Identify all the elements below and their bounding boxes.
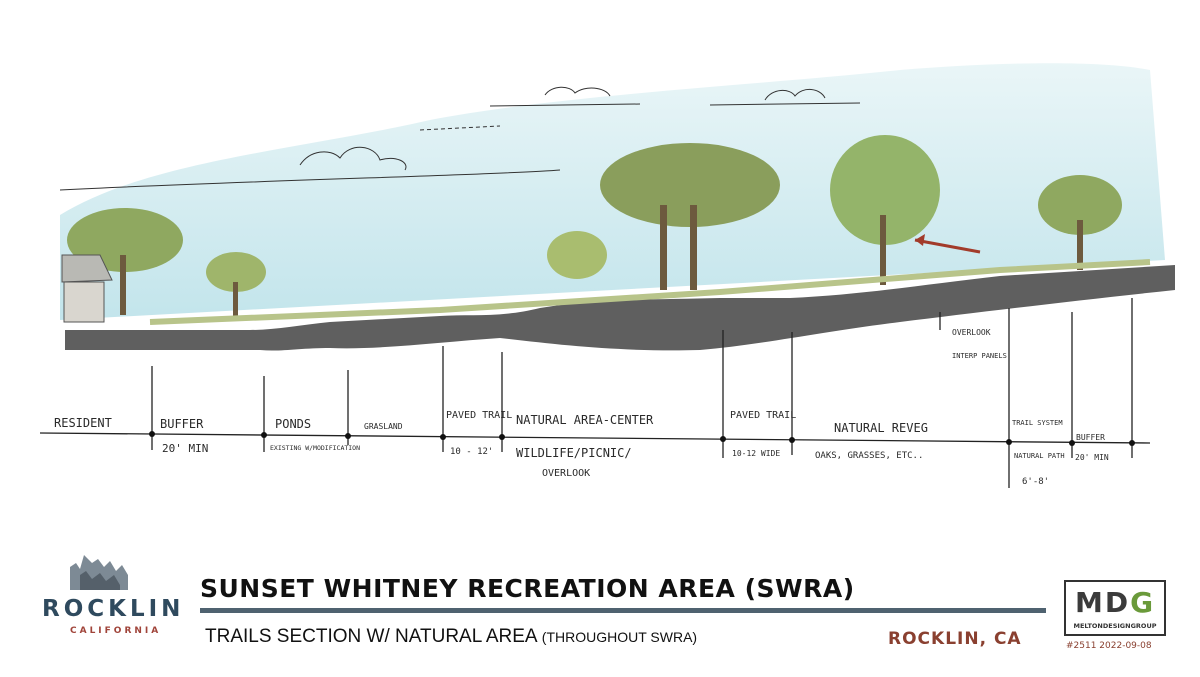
zone-note-buffer-left: 20' MIN [162,442,208,455]
firm-initials-b: G [1130,586,1156,619]
title-block: ROCKLIN CALIFORNIA SUNSET WHITNEY RECREA… [0,530,1200,677]
overlook-arrow [914,238,981,254]
firm-initials: MDG [1066,586,1164,619]
page-title: SUNSET WHITNEY RECREATION AREA (SWRA) [200,574,855,603]
location-label: ROCKLIN, CA [888,629,1022,649]
rocklin-skyline-icon [70,555,128,590]
grass-strip [149,259,1151,325]
overlook-note: INTERP PANELS [952,352,1007,360]
zone-note-paved-trail-1: 10 - 12' [450,447,493,457]
house [61,254,113,323]
trees [67,135,1122,320]
firm-name: MELTONDESIGNGROUP [1073,622,1157,630]
project-stamp: #2511 2022-09-08 [1066,641,1152,651]
zone-note-buffer-right: 20' MIN [1075,453,1109,462]
overlook-label: OVERLOOK [952,328,991,337]
firm-initials-a: MD [1074,586,1131,619]
zone-label-natural-reveg: NATURAL REVEG [834,421,928,435]
zone-label-resident: RESIDENT [54,416,112,430]
dimension-line [39,432,1151,444]
zone-note-paved-trail-2: 10-12 WIDE [732,449,780,458]
zone-label-paved-trail-2: PAVED TRAIL [730,410,796,421]
birds [419,125,501,131]
zone-label-ponds: PONDS [275,417,311,431]
zone-note-natural-reveg: OAKS, GRASSES, ETC.. [815,451,923,461]
zone-labels: RESIDENT BUFFER 20' MIN PONDS EXISTING W… [54,328,1109,487]
zone-note-ponds: EXISTING W/MODIFICATION [270,444,360,452]
zone-label-natural-area-center: NATURAL AREA-CENTER [516,413,654,427]
page-subtitle: TRAILS SECTION W/ NATURAL AREA (THROUGHO… [205,626,697,648]
zone-label-trail-system: TRAIL SYSTEM [1012,419,1063,427]
rocklin-logo [40,545,185,599]
zone-label-grassland: GRASLAND [364,422,403,431]
zone-note-natural-area-center: WILDLIFE/PICNIC/ [516,446,632,460]
zone-label-buffer-right: BUFFER [1076,433,1105,442]
subtitle-small: (THROUGHOUT SWRA) [541,629,698,645]
dimension-ticks [149,431,1135,446]
clouds [59,86,861,191]
zone-dividers [151,298,1133,488]
zone-note2-trail-system: 6'-8' [1022,477,1049,487]
zone-label-paved-trail-1: PAVED TRAIL [446,410,512,421]
logo-wordmark: ROCKLIN [42,596,185,622]
zone-label-buffer-left: BUFFER [160,417,204,431]
zone-note2-natural-area-center: OVERLOOK [542,468,590,479]
logo-subtitle: CALIFORNIA [70,626,162,636]
ground-section [65,265,1175,351]
subtitle-main: TRAILS SECTION W/ NATURAL AREA [205,626,537,647]
title-rule [200,608,1046,613]
zone-note-trail-system: NATURAL PATH [1014,452,1065,460]
firm-logo: MDG MELTONDESIGNGROUP [1064,580,1166,636]
